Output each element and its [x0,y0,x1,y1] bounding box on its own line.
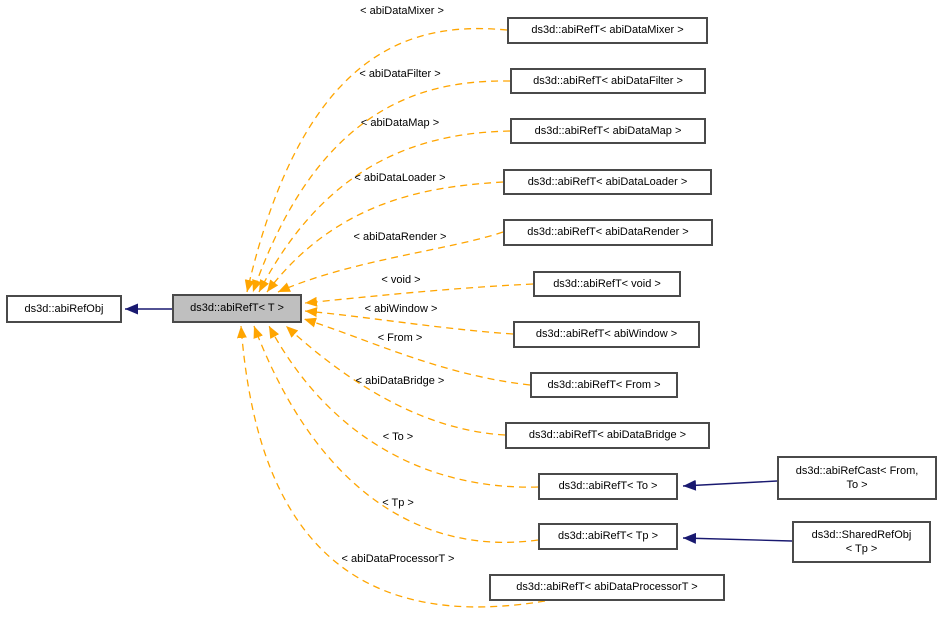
node-sharedrefobj[interactable]: ds3d::SharedRefObj < Tp > [792,521,931,563]
edge-label-from: < From > [377,332,423,344]
node-abireft-tp[interactable]: ds3d::abiRefT< Tp > [538,523,678,550]
node-abireft-abidatamap[interactable]: ds3d::abiRefT< abiDataMap > [510,118,706,144]
node-abireft-abidatamixer[interactable]: ds3d::abiRefT< abiDataMixer > [507,17,708,44]
edge-template-mixer [244,27,508,293]
node-abireft-to[interactable]: ds3d::abiRefT< To > [538,473,678,500]
node-abireft-void[interactable]: ds3d::abiRefT< void > [533,271,681,297]
edge-template-window [304,307,514,335]
edge-label-abiwindow: < abiWindow > [364,303,438,315]
edge-template-void [304,283,534,307]
edge-label-void: < void > [381,274,421,286]
node-abireft-abiwindow[interactable]: ds3d::abiRefT< abiWindow > [513,321,700,348]
edge-label-to: < To > [382,431,414,443]
node-abireft-abidataloader[interactable]: ds3d::abiRefT< abiDataLoader > [503,169,712,195]
node-abireft-from[interactable]: ds3d::abiRefT< From > [530,372,678,398]
edge-label-abidatafilter: < abiDataFilter > [359,68,441,80]
edge-template-render [277,231,504,293]
edge-label-abidatamixer: < abiDataMixer > [360,5,444,17]
edge-inheritance-refcast-to [682,479,778,491]
edge-template-processor [236,325,546,608]
edge-label-abidataloader: < abiDataLoader > [354,172,446,184]
edge-template-bridge [285,325,506,436]
edge-template-map [258,130,511,293]
node-abireft-abidatabridge[interactable]: ds3d::abiRefT< abiDataBridge > [505,422,710,449]
node-abirefobj[interactable]: ds3d::abiRefObj [6,295,122,323]
edge-label-abidataprocessort: < abiDataProcessorT > [341,553,455,565]
edge-template-to [268,325,539,488]
edge-label-abidatamap: < abiDataMap > [360,117,440,129]
node-abireft-abidatarender[interactable]: ds3d::abiRefT< abiDataRender > [503,219,713,246]
node-abirefcast[interactable]: ds3d::abiRefCast< From, To > [777,456,937,500]
edge-label-tp: < Tp > [382,497,414,509]
node-abireft-abidataprocessort[interactable]: ds3d::abiRefT< abiDataProcessorT > [489,574,725,601]
node-abireft-abidatafilter[interactable]: ds3d::abiRefT< abiDataFilter > [510,68,706,94]
edge-inheritance-sharedref-tp [682,532,793,544]
node-abireft-t[interactable]: ds3d::abiRefT< T > [172,294,302,323]
edge-label-abidatabridge: < abiDataBridge > [355,375,445,387]
edge-template-loader [266,181,504,293]
edge-template-tp [253,325,539,543]
edge-label-abidatarender: < abiDataRender > [353,231,447,243]
